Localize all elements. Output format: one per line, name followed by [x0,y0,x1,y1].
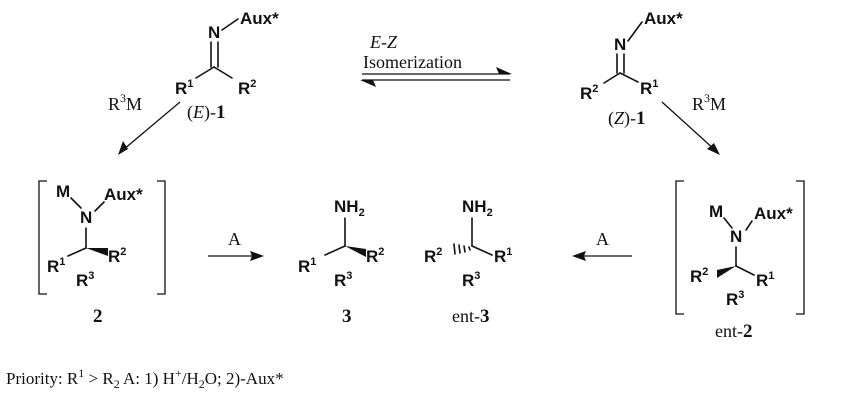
bond-c-r2 [603,72,621,84]
compound-label-ent3: ent-3 [452,306,489,327]
substituent-r2: R2 [580,83,598,103]
right-bracket [796,180,805,315]
wedge-c-r2 [345,246,366,257]
substituent-r1: R1 [640,78,658,98]
compound-label-3: 3 [342,306,352,327]
substituent-r2: R2 [108,246,126,266]
hydrolysis-arrow-right: A [572,229,632,261]
compound-label-ent2: ent-2 [715,321,752,342]
hashed-bond-c-r2 [453,243,471,255]
bond-n-aux [745,220,753,231]
step-label-a: A [596,229,609,249]
arrow-head [250,251,264,261]
substituent-r2: R2 [690,266,708,286]
arrow-head [572,251,586,261]
equilibrium-arrows: E-Z Isomerization [360,32,512,87]
imine-e-1: N Aux* R1 R2 (E)-1 [175,9,279,123]
substituent-r1: R1 [298,256,316,276]
substituent-r2: R2 [238,78,256,98]
bond-c-r1 [195,66,215,79]
substituent-r1: R1 [756,270,774,290]
right-addition-arrow: R3M [661,91,726,155]
atom-n: N [208,23,220,42]
left-bracket [38,180,47,295]
aux-label: Aux* [644,9,683,28]
aux-label: Aux* [104,185,143,204]
bond-m-n [723,217,733,229]
bond-c-r2 [213,66,233,79]
substituent-r2: R2 [366,246,384,266]
intermediate-2: M N Aux* R1 R2 R3 2 [38,180,166,327]
amino-group: NH2 [462,197,493,219]
aux-label: Aux* [754,204,793,223]
intermediate-ent-2: M N Aux* R2 R1 R3 ent-2 [675,180,805,342]
substituent-r1: R1 [175,78,193,98]
reverse-arrow-head [360,80,376,87]
hydrolysis-arrow-left: A [208,229,264,261]
atom-n: N [730,227,742,246]
substituent-r1: R1 [494,246,512,266]
substituent-r3: R3 [76,270,94,290]
amine-3: NH2 R1 R2 R3 3 [298,197,384,327]
step-label-a: A [228,229,241,249]
amino-group: NH2 [334,197,365,219]
left-addition-arrow: R3M [108,91,181,155]
arrow-line [661,101,716,151]
substituent-r1: R1 [47,256,65,276]
substituent-r3: R3 [462,270,480,290]
substituent-r2: R2 [424,246,442,266]
forward-arrow-head [496,67,512,74]
arrow-head [707,143,720,155]
reagent-r3m: R3M [108,91,142,114]
compound-label-z1: (Z)-1 [608,108,646,129]
aux-label: Aux* [240,9,279,28]
bond-c-r1 [324,245,346,256]
atom-n: N [80,208,92,227]
bond-c-r1 [735,265,755,276]
arrow-line [122,101,181,151]
atom-m: M [56,182,70,201]
bond-n-aux [627,21,643,42]
amine-ent-3: NH2 R2 R1 R3 ent-3 [424,197,512,327]
compound-label-2: 2 [93,306,103,327]
arrow-head [118,141,128,155]
bond-n-aux [221,18,239,31]
bond-m-n [70,197,82,209]
reagent-r3m: R3M [692,91,726,114]
bond-c-r1 [619,72,639,83]
bond-n-aux [94,201,105,212]
wedge-c-r2 [86,248,108,256]
left-bracket [675,180,684,315]
footnote: Priority: R1 > R2 A: 1) H+/H2O; 2)-Aux* [6,366,284,391]
substituent-r3: R3 [334,270,352,290]
bond-c-r1 [471,245,493,256]
compound-label-e1: (E)-1 [187,102,226,123]
imine-z-1: N Aux* R2 R1 (Z)-1 [580,9,683,129]
isomerization-label-line1: E-Z [369,32,398,52]
bond-c-r1 [67,247,87,257]
right-bracket [157,180,166,295]
wedge-c-r2 [717,266,736,278]
isomerization-label-line2: Isomerization [363,52,462,72]
atom-m: M [709,202,723,221]
substituent-r3: R3 [726,289,744,309]
atom-n: N [614,35,626,54]
